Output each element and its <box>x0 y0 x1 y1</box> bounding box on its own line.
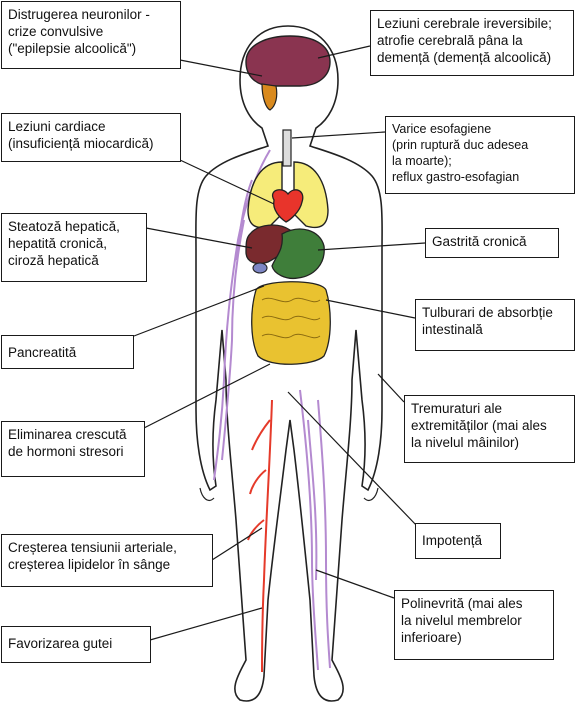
leader-tremors <box>377 373 405 403</box>
label-tremors: Tremuraturi ale extremităților (mai ales… <box>404 395 575 463</box>
label-impotence: Impotență <box>415 523 501 559</box>
intestine-coils <box>261 297 321 339</box>
label-gout: Favorizarea gutei <box>1 626 151 663</box>
right-hand <box>363 487 379 501</box>
intestines <box>251 281 331 365</box>
leader-gout <box>149 607 263 641</box>
label-neurons: Distrugerea neuronilor - crize convulsiv… <box>1 1 181 69</box>
left-hand <box>199 487 215 501</box>
leader-polyneuritis <box>315 569 395 599</box>
stomach <box>271 228 325 280</box>
label-liver: Steatoză hepatică, hepatită cronică, cir… <box>1 213 147 282</box>
leader-liver <box>145 227 253 249</box>
label-esophagus: Varice esofagiene (prin ruptură duc ades… <box>385 116 575 194</box>
heart <box>271 189 304 223</box>
leader-impotence <box>287 391 419 528</box>
leader-lines <box>133 45 426 641</box>
label-pressure: Creșterea tensiunii arteriale, creșterea… <box>1 534 213 587</box>
leader-esophagus <box>291 131 386 139</box>
gallbladder <box>252 262 268 274</box>
brain <box>245 35 331 87</box>
leader-heart <box>179 159 275 205</box>
cerebellum <box>261 83 278 111</box>
right-lung <box>293 161 329 229</box>
label-absorption: Tulburari de absorbție intestinală <box>415 299 575 351</box>
leader-gastritis <box>317 242 426 251</box>
artery-left-leg <box>247 399 273 673</box>
label-pancreas: Pancreatită <box>1 335 134 369</box>
leader-absorption <box>325 299 416 319</box>
veins-right-leg <box>299 389 331 671</box>
label-brain: Leziuni cerebrale ireversibile; atrofie … <box>370 10 574 76</box>
label-gastritis: Gastrită cronică <box>425 228 559 258</box>
leader-pancreas <box>133 285 265 337</box>
label-hormones: Eliminarea crescută de hormoni stresori <box>1 421 145 477</box>
esophagus <box>282 129 292 167</box>
label-heart: Leziuni cardiace (insuficiență miocardic… <box>1 113 181 162</box>
leader-pressure <box>211 527 263 561</box>
leader-neurons <box>179 59 263 77</box>
leader-hormones <box>143 363 271 429</box>
label-polyneuritis: Polinevrită (mai ales la nivelul membrel… <box>394 590 554 660</box>
leader-brain <box>317 45 371 59</box>
